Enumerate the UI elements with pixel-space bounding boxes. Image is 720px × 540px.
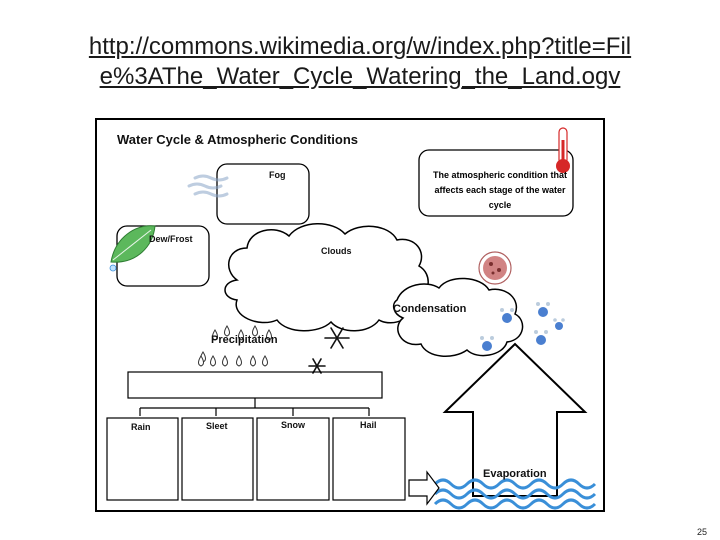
slide-title-line-2: e%3AThe_Water_Cycle_Watering_the_Land.og… bbox=[99, 63, 621, 90]
precipitation-header-box bbox=[127, 371, 383, 399]
connector-lines bbox=[139, 398, 370, 416]
evaporation-arrow bbox=[442, 342, 588, 497]
snowflake-icons bbox=[308, 327, 350, 374]
page-number: 25 bbox=[697, 527, 708, 537]
sleet-box bbox=[181, 417, 254, 501]
condensation-label: Condensation bbox=[393, 303, 467, 315]
thermometer-icon bbox=[556, 127, 570, 173]
fog-box bbox=[216, 163, 310, 225]
rain-box bbox=[106, 417, 179, 501]
hail-box bbox=[332, 417, 406, 501]
worksheet-graphics bbox=[106, 127, 597, 510]
worksheet-title: Water Cycle & Atmospheric Conditions bbox=[117, 132, 359, 147]
flow-arrow-icon bbox=[408, 470, 440, 506]
worksheet-diagram: Water Cycle & Atmospheric Conditions Fog… bbox=[95, 118, 605, 512]
raindrop-icons bbox=[198, 325, 272, 367]
condition-box-text: The atmospheric condition that affects e… bbox=[432, 170, 567, 210]
precipitation-label: Precipitation bbox=[211, 334, 278, 346]
cell-particle-icon bbox=[478, 251, 512, 285]
water-waves-icon bbox=[433, 478, 597, 510]
snow-box bbox=[256, 417, 330, 501]
water-molecule-icons bbox=[480, 302, 565, 351]
dew-frost-label: Dew/Frost bbox=[149, 234, 193, 244]
clouds-label: Clouds bbox=[321, 246, 352, 256]
condition-box bbox=[418, 149, 574, 217]
cloud-shape bbox=[224, 223, 524, 357]
slide-title-line-1: http://commons.wikimedia.org/w/index.php… bbox=[88, 33, 632, 60]
sleet-label: Sleet bbox=[206, 421, 228, 431]
rain-label: Rain bbox=[131, 422, 151, 432]
evaporation-label: Evaporation bbox=[483, 468, 547, 480]
fog-icon bbox=[187, 174, 229, 198]
hail-label: Hail bbox=[360, 420, 377, 430]
slide-title: http://commons.wikimedia.org/w/index.php… bbox=[0, 32, 720, 92]
fog-label: Fog bbox=[269, 170, 286, 180]
leaf-icon bbox=[109, 225, 156, 272]
snow-label: Snow bbox=[281, 420, 305, 430]
